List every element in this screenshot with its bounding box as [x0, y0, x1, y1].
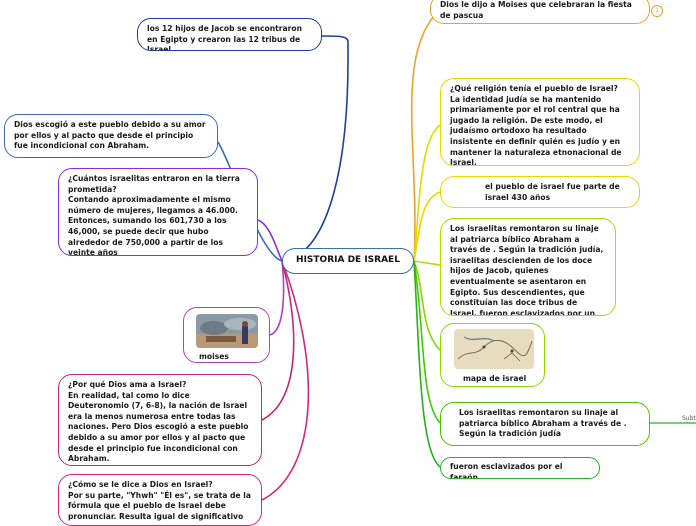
- subtopic-label[interactable]: Subt: [682, 415, 696, 422]
- topic-god-name[interactable]: ¿Cómo se le dice a Dios en Israel? Por s…: [58, 474, 262, 526]
- topic-jacob-sons[interactable]: los 12 hijos de Jacob se encontraron en …: [137, 18, 322, 51]
- connector-n5: [261, 260, 295, 421]
- connector-n1: [281, 35, 349, 262]
- topic-god-chose[interactable]: Dios escogió a este pueblo debido a su a…: [4, 114, 218, 158]
- connector-r4: [413, 260, 441, 266]
- topic-why-god-loves-israel[interactable]: ¿Por qué Dios ama a Israel? En realidad,…: [58, 374, 262, 466]
- connector-r6: [413, 260, 441, 424]
- connector-r5: [413, 260, 441, 351]
- topic-enslaved[interactable]: fueron esclavizados por el faraón: [440, 457, 600, 479]
- map-caption: mapa de israel: [463, 374, 527, 383]
- moses-caption: moises dirigiendo: [199, 352, 229, 361]
- topic-passover[interactable]: Dios le dijo a Moises que celebraran la …: [430, 0, 650, 24]
- connector-r3: [413, 191, 441, 262]
- topic-moses-image[interactable]: moises dirigiendo: [183, 307, 270, 363]
- connector-r2: [413, 124, 441, 262]
- moses-picture: [196, 314, 258, 348]
- topic-israelites-count[interactable]: ¿Cuántos israelitas entraron en la tierr…: [58, 168, 258, 256]
- connector-n4: [269, 260, 285, 336]
- topic-map-image[interactable]: mapa de israel: [440, 323, 545, 387]
- topic-lineage[interactable]: Los israelitas remontaron su linaje al p…: [440, 218, 616, 316]
- connector-n6: [261, 260, 310, 501]
- connector-r7: [413, 260, 441, 468]
- israel-map-picture: [454, 329, 534, 369]
- connector-n3: [257, 219, 283, 262]
- topic-lineage-short[interactable]: Los israelitas remontaron su linaje al p…: [440, 402, 650, 446]
- topic-religion[interactable]: ¿Qué religión tenía el pueblo de Israel?…: [440, 78, 640, 166]
- topic-430-years[interactable]: el pueblo de israel fue parte de israel …: [440, 176, 640, 208]
- collapse-badge[interactable]: 1: [651, 5, 663, 17]
- central-topic[interactable]: HISTORIA DE ISRAEL: [282, 248, 414, 274]
- connector-r1: [410, 14, 436, 262]
